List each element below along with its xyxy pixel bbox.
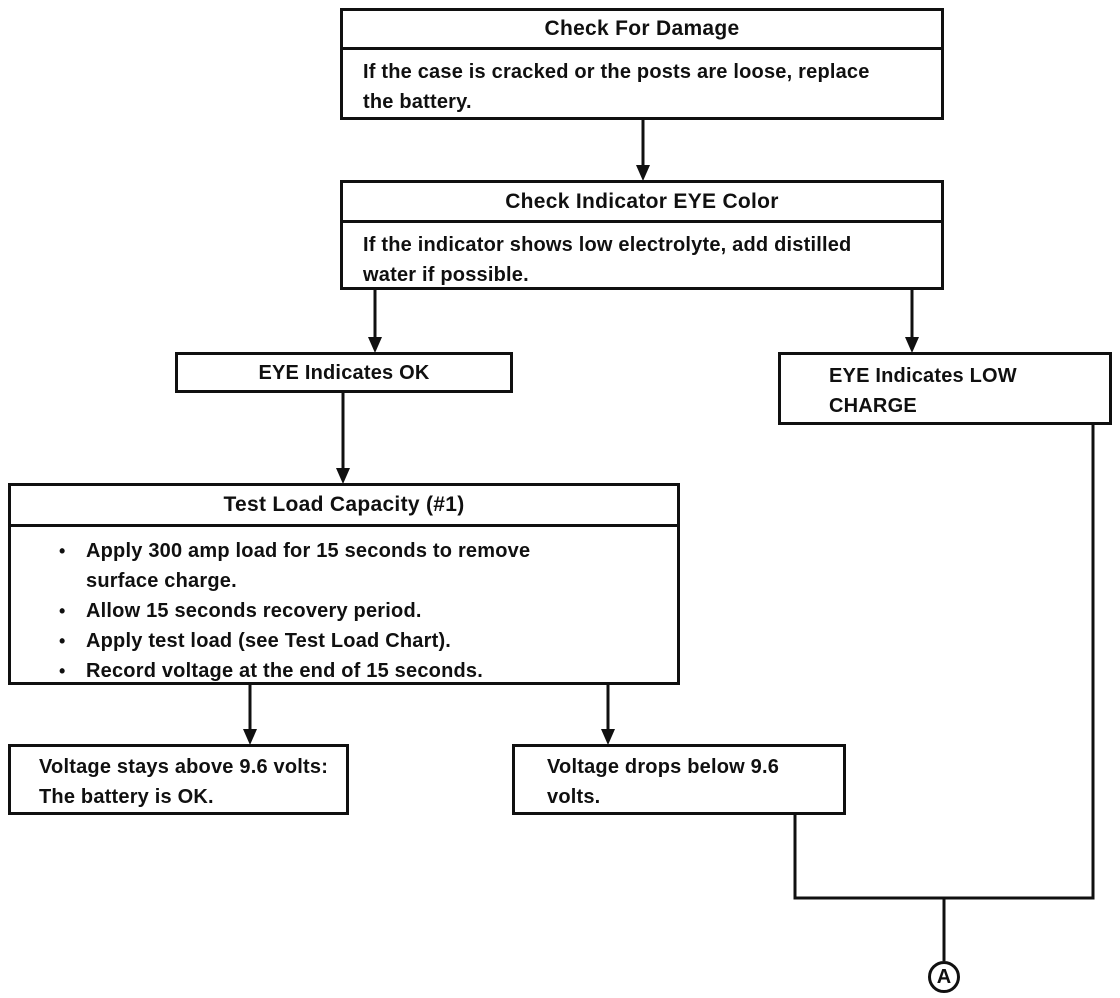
offpage-connector-a-label: A — [936, 965, 952, 988]
node-eye-low-label: EYE Indicates LOW CHARGE — [829, 365, 1017, 417]
node-volt-low-label: Voltage drops below 9.6 volts. — [547, 756, 780, 808]
test-load-bullet-list: Apply 300 amp load for 15 seconds to rem… — [11, 536, 677, 686]
node-check-eye: Check Indicator EYE Color If the indicat… — [340, 180, 944, 290]
node-test-load-title: Test Load Capacity (#1) — [11, 486, 677, 527]
node-test-load: Test Load Capacity (#1) Apply 300 amp lo… — [8, 483, 680, 686]
node-eye-ok: EYE Indicates OK — [175, 352, 513, 393]
test-load-bullet: Apply test load (see Test Load Chart). — [59, 626, 591, 656]
node-check-eye-body: If the indicator shows low electrolyte, … — [363, 234, 852, 286]
node-check-damage-body: If the case is cracked or the posts are … — [363, 61, 870, 113]
node-volt-ok-label: Voltage stays above 9.6 volts: The batte… — [39, 756, 329, 808]
node-check-damage-title: Check For Damage — [343, 11, 941, 50]
node-eye-ok-label: EYE Indicates OK — [258, 361, 430, 384]
test-load-bullet: Allow 15 seconds recovery period. — [59, 596, 591, 626]
edge-join-to-a — [793, 424, 1095, 900]
node-volt-ok: Voltage stays above 9.6 volts: The batte… — [8, 744, 349, 815]
offpage-connector-a: A — [928, 961, 960, 993]
node-check-eye-title: Check Indicator EYE Color — [343, 183, 941, 223]
node-eye-low: EYE Indicates LOW CHARGE — [778, 352, 1112, 425]
test-load-bullet: Record voltage at the end of 15 seconds. — [59, 656, 591, 686]
test-load-bullet: Apply 300 amp load for 15 seconds to rem… — [59, 536, 591, 596]
node-check-damage: Check For Damage If the case is cracked … — [340, 8, 944, 120]
node-volt-low: Voltage drops below 9.6 volts. — [512, 744, 846, 815]
